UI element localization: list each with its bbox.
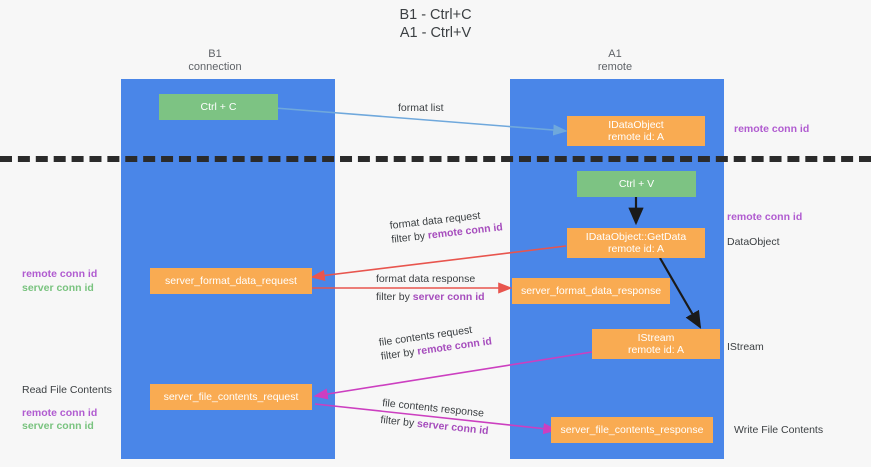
edge-label-file-contents-request-prefix: filter by	[380, 345, 419, 363]
annotation-right-istream: IStream	[727, 341, 764, 355]
annotation-right-write: Write File Contents	[734, 424, 823, 438]
edge-label-format-list-text: format list	[398, 102, 444, 114]
box-server-file-contents-response-label: server_file_contents_response	[560, 423, 704, 436]
edge-label-format-data-request-prefix: filter by	[390, 229, 429, 246]
title-line-1: B1 - Ctrl+C	[399, 7, 472, 23]
edge-label-format-list: format list	[398, 101, 444, 115]
box-server-format-data-response[interactable]: server_format_data_response	[512, 278, 670, 304]
annotation-right-write-plain: Write File Contents	[734, 424, 824, 436]
edge-label-format-data-request: format data request filter by remote con…	[389, 206, 503, 247]
box-getdata-line2: remote id: A	[607, 243, 665, 255]
box-ctrl-v[interactable]: Ctrl + V	[577, 171, 696, 197]
annotation-right-top-remote: remote conn id	[734, 123, 810, 135]
box-idataobject-line1: IDataObject	[608, 118, 664, 131]
box-idataobject[interactable]: IDataObject remote id: A	[567, 116, 705, 146]
annotation-left-mid-remote: remote conn id	[22, 268, 98, 280]
box-server-format-data-request[interactable]: server_format_data_request	[150, 268, 312, 294]
phase-divider	[0, 156, 871, 162]
annotation-left-bottom-title: Read File Contents	[22, 384, 112, 396]
box-ctrl-c[interactable]: Ctrl + C	[159, 94, 278, 120]
box-getdata-line1: IDataObject::GetData	[585, 230, 687, 243]
box-idataobject-line2: remote id: A	[607, 131, 665, 143]
column-header-a1-role: remote	[597, 61, 633, 73]
box-ctrl-c-label: Ctrl + C	[200, 100, 237, 113]
edge-label-format-data-response: format data response filter by server co…	[376, 272, 485, 304]
edge-label-format-data-response-key: server conn id	[412, 291, 485, 303]
annotation-right-getdata-plain: DataObject	[727, 235, 780, 248]
edge-label-format-data-response-line1: format data response	[376, 273, 476, 285]
edge-label-file-contents-request: file contents request filter by remote c…	[378, 320, 493, 363]
box-getdata[interactable]: IDataObject::GetData remote id: A	[567, 228, 705, 258]
annotation-right-getdata-remote: remote conn id	[727, 211, 803, 223]
column-header-a1-name: A1	[608, 48, 622, 60]
column-header-b1-name: B1	[208, 48, 222, 60]
column-header-a1: A1 remote	[560, 48, 670, 74]
edge-label-file-contents-response-prefix: filter by	[379, 413, 418, 430]
edge-label-format-data-response-prefix: filter by	[376, 291, 413, 303]
box-istream[interactable]: IStream remote id: A	[592, 329, 720, 359]
box-server-format-data-request-label: server_format_data_request	[165, 274, 297, 287]
annotation-right-istream-plain: IStream	[727, 341, 764, 353]
annotation-left-mid: remote conn id server conn id	[22, 268, 97, 295]
column-header-b1-role: connection	[188, 61, 242, 73]
edge-label-file-contents-response: file contents response filter by server …	[380, 396, 491, 438]
box-server-file-contents-request[interactable]: server_file_contents_request	[150, 384, 312, 410]
box-server-file-contents-request-label: server_file_contents_request	[163, 390, 299, 403]
box-server-format-data-response-label: server_format_data_response	[520, 284, 662, 297]
page-title: B1 - Ctrl+C A1 - Ctrl+V	[0, 6, 871, 42]
box-istream-line1: IStream	[637, 331, 675, 344]
annotation-left-bottom-remote: remote conn id	[22, 406, 98, 419]
column-header-b1: B1 connection	[160, 48, 270, 74]
title-line-2: A1 - Ctrl+V	[399, 25, 472, 41]
annotation-left-bottom: Read File Contents remote conn id server…	[22, 384, 112, 434]
box-istream-line2: remote id: A	[627, 344, 685, 356]
annotation-left-bottom-server: server conn id	[22, 420, 94, 432]
annotation-right-top: remote conn id	[734, 123, 809, 137]
annotation-left-mid-server: server conn id	[22, 281, 94, 294]
edge-label-format-data-response-line2: filter by server conn id	[376, 290, 485, 304]
edge-label-file-contents-response-key: server conn id	[416, 417, 490, 438]
box-server-file-contents-response[interactable]: server_file_contents_response	[551, 417, 713, 443]
box-ctrl-v-label: Ctrl + V	[618, 177, 655, 190]
annotation-right-getdata: remote conn id DataObject	[727, 211, 802, 249]
